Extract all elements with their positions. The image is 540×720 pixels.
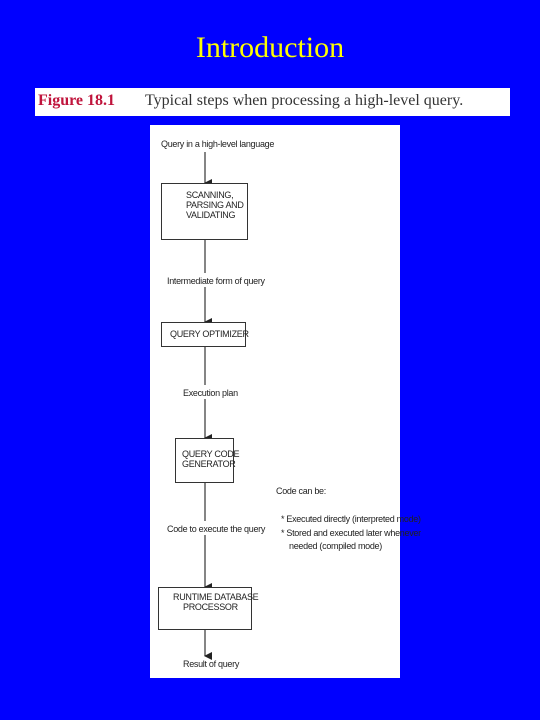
- runtime-database-processor-box: RUNTIME DATABASE PROCESSOR: [158, 587, 259, 630]
- scanner-box-line-3: VALIDATING: [186, 210, 236, 220]
- optimizer-box-line-1: QUERY OPTIMIZER: [170, 329, 249, 339]
- figure-caption-bar: Figure 18.1 Typical steps when processin…: [35, 88, 510, 116]
- intermediate-form-label: Intermediate form of query: [167, 276, 265, 286]
- scanner-box-line-1: SCANNING,: [186, 190, 234, 200]
- code-to-execute-label: Code to execute the query: [167, 524, 266, 534]
- code-note-item-interpreted: * Executed directly (interpreted mode): [281, 514, 421, 524]
- query-code-generator-box: QUERY CODE GENERATOR: [175, 438, 240, 483]
- flowchart-connectors: [204, 152, 212, 660]
- codegen-box-line-1: QUERY CODE: [182, 449, 240, 459]
- scanner-box-line-2: PARSING AND: [186, 200, 244, 210]
- scanning-parsing-validating-box: SCANNING, PARSING AND VALIDATING: [161, 183, 248, 240]
- code-note-heading: Code can be:: [276, 486, 326, 496]
- processor-box-line-1: RUNTIME DATABASE: [173, 592, 259, 602]
- result-label: Result of query: [183, 659, 240, 669]
- input-label: Query in a high-level language: [161, 139, 275, 149]
- codegen-box-line-2: GENERATOR: [182, 459, 236, 469]
- query-optimizer-box: QUERY OPTIMIZER: [161, 322, 249, 347]
- processor-box-line-2: PROCESSOR: [183, 602, 238, 612]
- figure-label: Figure 18.1: [38, 92, 116, 109]
- code-note-item-compiled: * Stored and executed later whenever: [281, 528, 421, 538]
- slide-title: Introduction: [195, 31, 345, 64]
- figure-caption: Typical steps when processing a high-lev…: [145, 92, 464, 109]
- code-note-item-compiled-cont: needed (compiled mode): [289, 541, 382, 551]
- flowchart-panel: Query in a high-level language SCANNING,…: [150, 125, 421, 678]
- execution-plan-label: Execution plan: [183, 388, 238, 398]
